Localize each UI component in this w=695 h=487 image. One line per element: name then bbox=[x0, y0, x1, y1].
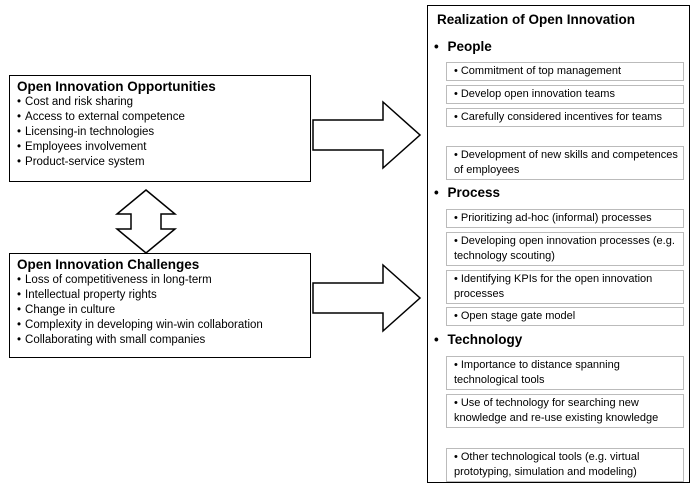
opportunity-item: Access to external competence bbox=[17, 110, 303, 125]
challenge-item: Complexity in developing win-win collabo… bbox=[17, 318, 303, 333]
challenge-item: Change in culture bbox=[17, 303, 303, 318]
process-item: Identifying KPIs for the open innovation… bbox=[446, 270, 684, 304]
challenge-item: Collaborating with small companies bbox=[17, 333, 303, 348]
opportunity-item: Cost and risk sharing bbox=[17, 95, 303, 110]
opportunity-item: Employees involvement bbox=[17, 140, 303, 155]
technology-item: Other technological tools (e.g. virtual … bbox=[446, 448, 684, 482]
people-item: Develop open innovation teams bbox=[446, 85, 684, 104]
people-item: Development of new skills and competence… bbox=[446, 146, 684, 180]
technology-heading: Technology bbox=[434, 332, 523, 347]
process-heading: Process bbox=[434, 185, 501, 200]
opportunity-item: Product-service system bbox=[17, 155, 303, 170]
people-item: Commitment of top management bbox=[446, 62, 684, 81]
technology-item: Use of technology for searching new know… bbox=[446, 394, 684, 428]
opportunities-to-realization-arrow bbox=[312, 100, 422, 170]
opportunities-challenges-double-arrow bbox=[114, 189, 178, 254]
challenges-box: Open Innovation Challenges Loss of compe… bbox=[9, 253, 311, 358]
challenges-title: Open Innovation Challenges bbox=[17, 257, 200, 272]
process-item: Developing open innovation processes (e.… bbox=[446, 232, 684, 266]
opportunity-item: Licensing-in technologies bbox=[17, 125, 303, 140]
process-item: Prioritizing ad-hoc (informal) processes bbox=[446, 209, 684, 228]
people-item: Carefully considered incentives for team… bbox=[446, 108, 684, 127]
realization-title: Realization of Open Innovation bbox=[437, 12, 636, 27]
opportunities-title: Open Innovation Opportunities bbox=[17, 79, 216, 94]
process-item: Open stage gate model bbox=[446, 307, 684, 326]
realization-box: Realization of Open Innovation People Co… bbox=[427, 5, 690, 483]
challenge-item: Loss of competitiveness in long-term bbox=[17, 273, 303, 288]
challenge-item: Intellectual property rights bbox=[17, 288, 303, 303]
technology-item: Importance to distance spanning technolo… bbox=[446, 356, 684, 390]
opportunities-box: Open Innovation Opportunities Cost and r… bbox=[9, 75, 311, 182]
challenges-to-realization-arrow bbox=[312, 263, 422, 333]
people-heading: People bbox=[434, 39, 492, 54]
